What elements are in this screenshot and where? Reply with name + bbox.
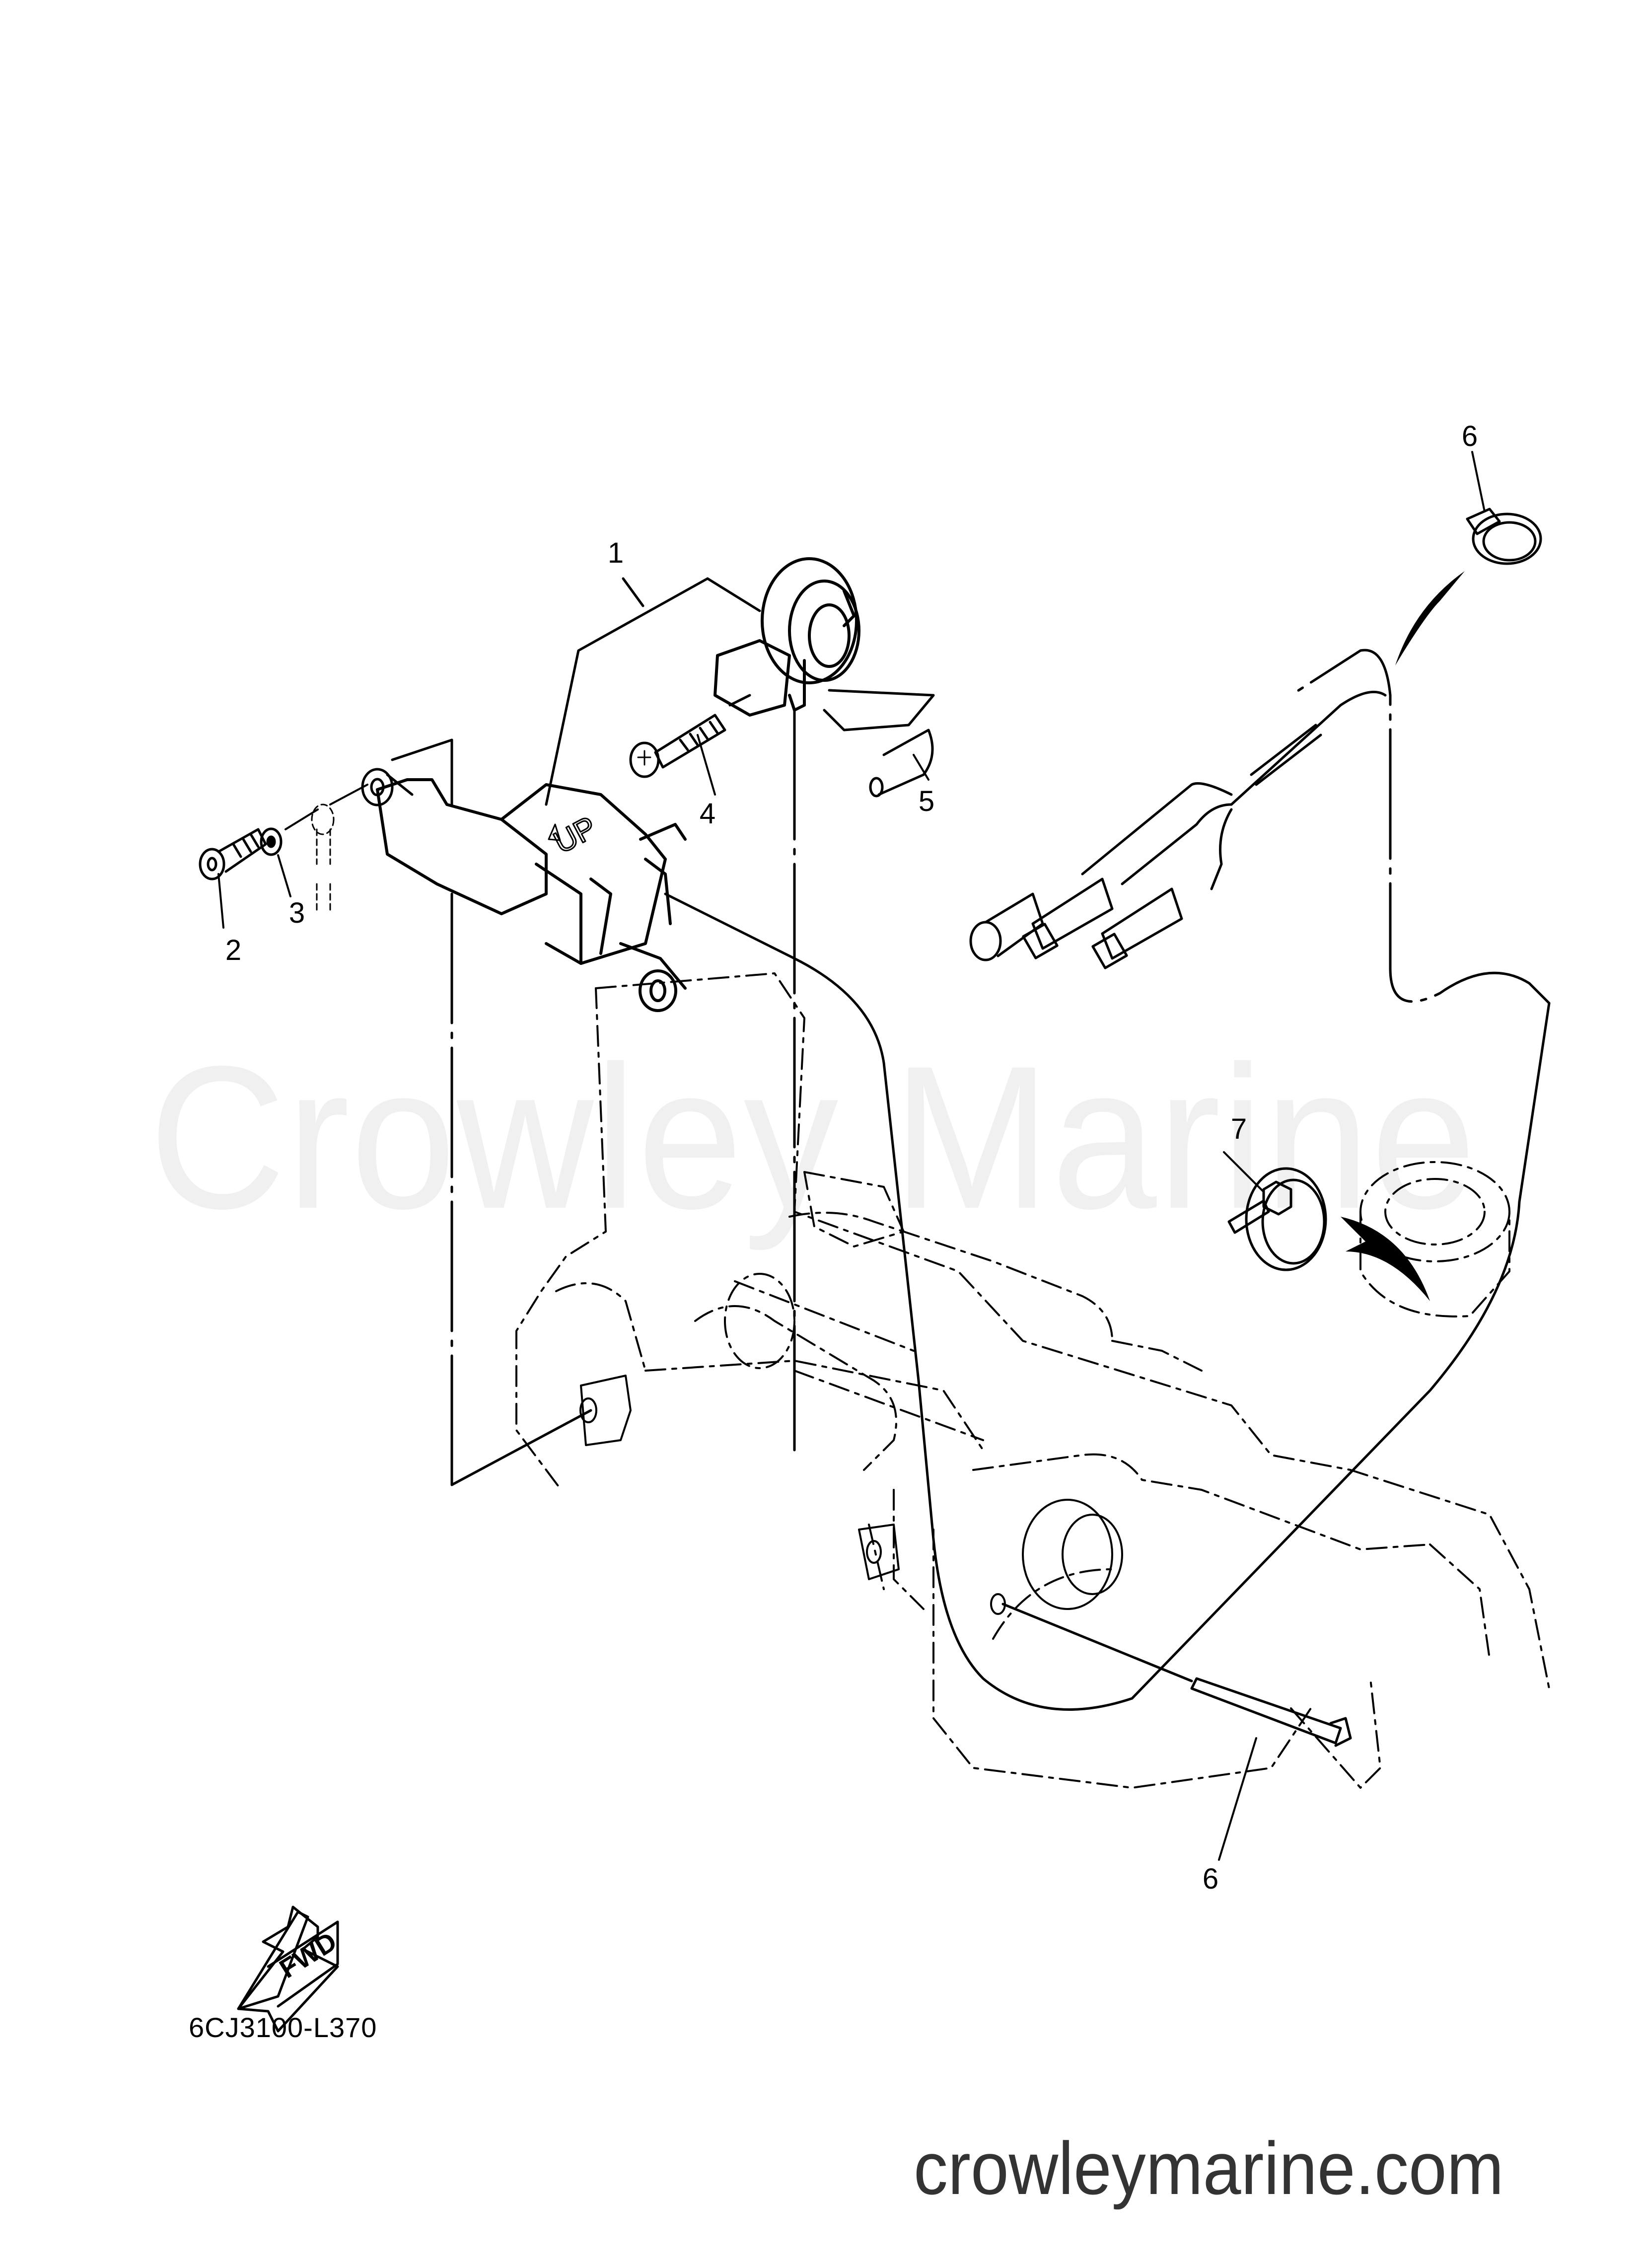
screw-leader-line xyxy=(728,694,751,707)
bracket-leader xyxy=(450,1409,592,1486)
callout-6-bottom: 6 xyxy=(1202,1863,1219,1895)
cable-tie-band-top xyxy=(1466,508,1542,565)
callout-5: 5 xyxy=(918,785,935,817)
phantom-ring-terminal xyxy=(311,804,335,915)
bolt-part xyxy=(199,828,267,880)
attachment-arrow-7 xyxy=(1341,1217,1430,1301)
up-marking xyxy=(548,823,561,841)
callout-2: 2 xyxy=(225,934,242,966)
attachment-arrow-top xyxy=(1395,571,1465,665)
cable-tie-clamp xyxy=(1227,1167,1327,1271)
site-url-text: crowleymarine.com xyxy=(914,2126,1504,2210)
callout-6-top: 6 xyxy=(1461,420,1478,452)
screw-part xyxy=(629,714,726,778)
trim-sensor-body xyxy=(376,778,687,1012)
wire-harness xyxy=(969,690,1387,969)
washer-part xyxy=(260,827,283,856)
sensor-dial xyxy=(714,557,860,717)
strap-leader xyxy=(1001,1603,1193,1683)
bracket-leader-top xyxy=(391,738,453,761)
callout-leaders xyxy=(217,451,1486,1861)
sensor-cable xyxy=(664,892,1551,1711)
callout-3: 3 xyxy=(288,897,305,929)
swivel-bracket-outline xyxy=(515,972,1550,1789)
fwd-arrow-icon xyxy=(237,1905,339,2033)
callout-7: 7 xyxy=(1230,1113,1247,1145)
collar-part xyxy=(823,689,935,798)
mounting-bosses xyxy=(579,1375,1123,1615)
figure-code: 6CJ3100-L370 xyxy=(189,2012,377,2043)
callout-1-bracket xyxy=(545,577,709,806)
switch-up-label: UP xyxy=(548,810,602,860)
callout-1: 1 xyxy=(607,537,624,569)
callout-4: 4 xyxy=(699,798,716,830)
cable-tie-strap xyxy=(1190,1677,1352,1747)
pivot-tube xyxy=(724,1161,1510,1441)
